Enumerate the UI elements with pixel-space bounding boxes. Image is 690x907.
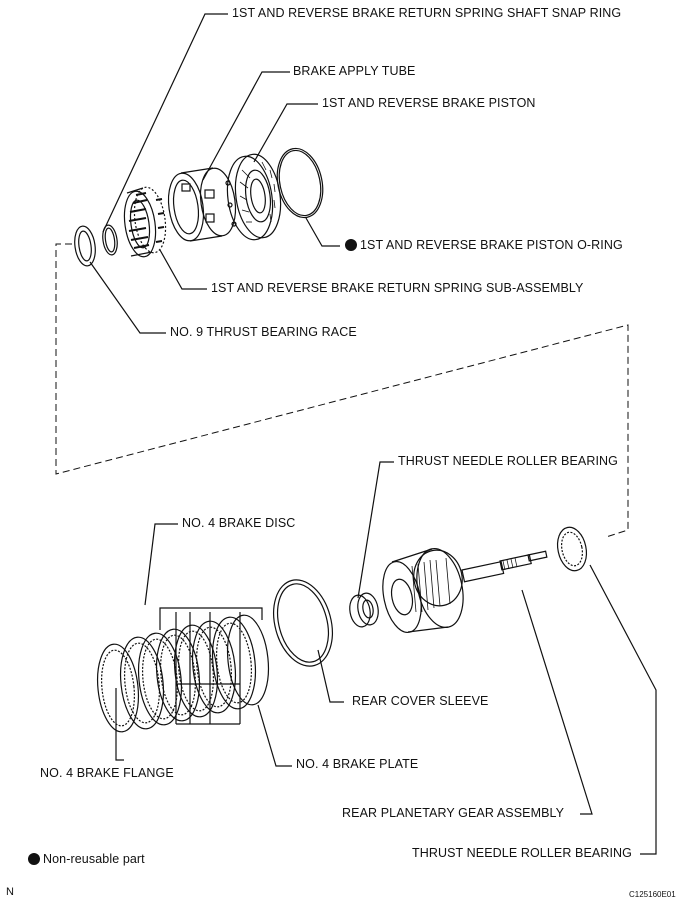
return-spring-sub-assembly bbox=[123, 186, 167, 258]
label-piston-o-ring: 1ST AND REVERSE BRAKE PISTON O-RING bbox=[345, 238, 623, 252]
legend-text: Non-reusable part bbox=[43, 852, 145, 866]
label-planetary: REAR PLANETARY GEAR ASSEMBLY bbox=[342, 806, 565, 820]
legend: Non-reusable part bbox=[28, 852, 145, 866]
label-brake-disc: NO. 4 BRAKE DISC bbox=[182, 516, 296, 530]
label-thrust-needle-upper: THRUST NEEDLE ROLLER BEARING bbox=[398, 454, 618, 468]
figure-code: C125160E01 bbox=[629, 890, 676, 899]
brake-apply-tube bbox=[167, 167, 237, 242]
label-rear-cover-sleeve: REAR COVER SLEEVE bbox=[352, 694, 489, 708]
label-brake-flange: NO. 4 BRAKE FLANGE bbox=[40, 766, 174, 780]
label-thrust-needle-lower: THRUST NEEDLE ROLLER BEARING bbox=[412, 846, 632, 860]
piston-o-ring bbox=[276, 147, 324, 219]
snap-ring bbox=[102, 224, 118, 256]
label-brake-plate: NO. 4 BRAKE PLATE bbox=[296, 757, 419, 771]
rear-cover-sleeve bbox=[273, 579, 333, 667]
label-brake-apply-tube: BRAKE APPLY TUBE bbox=[293, 64, 416, 78]
brake-disc-plate-pack bbox=[119, 614, 270, 730]
leader-lines-bottom bbox=[115, 461, 657, 855]
assembly-dashed-boundary bbox=[55, 243, 629, 538]
no4-brake-flange bbox=[96, 643, 140, 733]
leader-lines-top bbox=[89, 13, 340, 334]
thrust-needle-bearing-upper bbox=[349, 592, 379, 628]
legend-dot-icon bbox=[28, 853, 40, 865]
label-snap-ring: 1ST AND REVERSE BRAKE RETURN SPRING SHAF… bbox=[232, 6, 622, 20]
thrust-needle-bearing-lower bbox=[556, 526, 588, 572]
rear-planetary-gear-assembly bbox=[382, 548, 548, 634]
non-reusable-dot-icon bbox=[345, 239, 357, 251]
corner-mark: N bbox=[6, 886, 14, 898]
no9-thrust-bearing-race bbox=[74, 225, 96, 267]
label-return-spring: 1ST AND REVERSE BRAKE RETURN SPRING SUB-… bbox=[211, 281, 584, 295]
label-piston-o-ring-text: 1ST AND REVERSE BRAKE PISTON O-RING bbox=[360, 238, 623, 252]
label-thrust-race: NO. 9 THRUST BEARING RACE bbox=[170, 325, 357, 339]
label-brake-piston: 1ST AND REVERSE BRAKE PISTON bbox=[322, 96, 536, 110]
